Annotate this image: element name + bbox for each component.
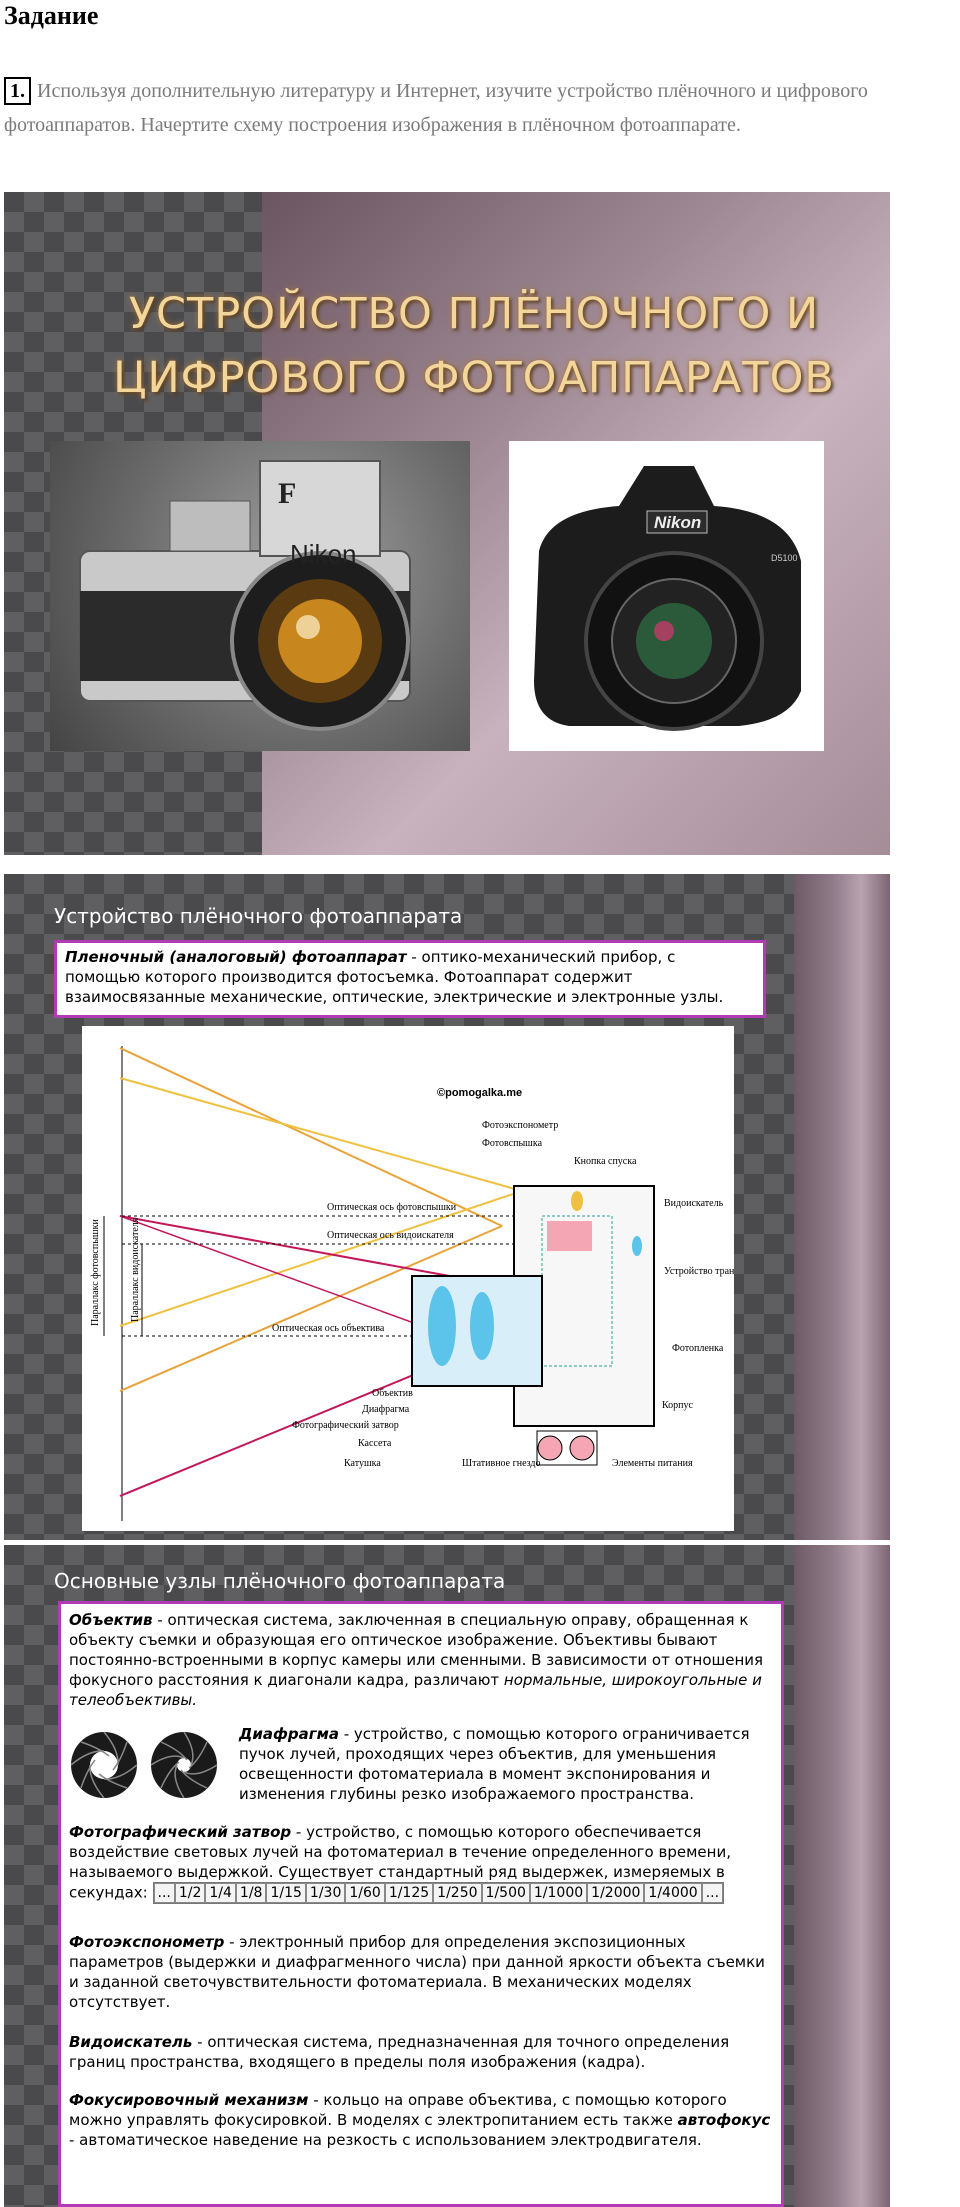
slide-title: УСТРОЙСТВО ПЛЁНОЧНОГО И ЦИФРОВОГО ФОТОАП… — [4, 192, 890, 855]
label-viewfinder: Видоискатель — [664, 1198, 724, 1209]
shutter-speed-cell: 1/250 — [433, 1883, 482, 1903]
slide-main-components: Основные узлы плёночного фотоаппарата Об… — [4, 1545, 890, 2207]
shutter-speed-cell: 1/2 — [174, 1883, 206, 1903]
viewfinder-text: - оптическая система, предназначенная дл… — [69, 2033, 730, 2071]
diaphragm-text: - устройство, с помощью которого огранич… — [239, 1725, 750, 1803]
label-photo-shutter: Фотографический затвор — [292, 1420, 399, 1431]
label-viewfinder-parallax: Параллакс видоискателя — [130, 1217, 141, 1322]
label-body: Корпус — [662, 1400, 694, 1411]
label-viewfinder-axis: Оптическая ось видоискателя — [327, 1230, 454, 1241]
definition-box: Пленочный (аналоговый) фотоаппарат - опт… — [54, 940, 766, 1018]
shutter-speed-cell: 1/4000 — [644, 1883, 702, 1903]
label-lens: Объектив — [372, 1388, 413, 1399]
shutter-speed-cell: ... — [153, 1883, 175, 1903]
diaphragm-section: Диафрагма - устройство, с помощью которо… — [69, 1724, 773, 1804]
autofocus-term: автофокус — [677, 2111, 771, 2129]
aperture-open-icon — [70, 1731, 138, 1799]
lens-text: - оптическая система, заключенная в спец… — [69, 1611, 764, 1689]
shutter-speed-cell: 1/8 — [235, 1883, 267, 1903]
label-flash-parallax: Параллакс фотовспышки — [90, 1219, 101, 1326]
shutter-speed-cell: 1/15 — [266, 1883, 306, 1903]
aperture-closed-icon — [150, 1731, 218, 1799]
label-film: Фотопленка — [672, 1343, 724, 1354]
slide-caption: Основные узлы плёночного фотоаппарата — [54, 1569, 506, 1593]
digital-camera-photo: Nikon D5100 — [509, 441, 824, 751]
slide-caption: Устройство плёночного фотоаппарата — [54, 904, 463, 928]
page-title: Задание — [4, 1, 99, 30]
label-spool: Катушка — [344, 1458, 381, 1469]
lens-types: нормальные, широкоугольные и телеобъекти… — [69, 1671, 762, 1709]
autofocus-text: - автоматическое наведение на резкость с… — [69, 2131, 702, 2149]
task-description: 1.Используя дополнительную литературу и … — [4, 74, 944, 142]
label-lens-axis: Оптическая ось объектива — [272, 1323, 385, 1334]
shutter-speed-cell: 1/30 — [305, 1883, 346, 1903]
film-camera-badge: F — [278, 477, 296, 510]
watermark: ©pomogalka.me — [437, 1087, 522, 1099]
definition-text: - оптико-механический прибор, с помощью … — [65, 948, 724, 1006]
label-shutter-button: Кнопка спуска — [574, 1156, 637, 1167]
shutter-speed-cell: 1/4 — [205, 1883, 236, 1903]
shutter-speed-cell: 1/500 — [481, 1883, 530, 1903]
label-transport: Устройство транспортировки пленки — [664, 1266, 734, 1277]
label-flash: Фотовспышка — [482, 1138, 543, 1149]
meter-term: Фотоэкспонометр — [69, 1933, 225, 1951]
diaphragm-images — [69, 1724, 239, 1804]
label-diaphragm: Диафрагма — [362, 1404, 410, 1415]
viewfinder-paragraph: Видоискатель - оптическая система, предн… — [69, 2032, 773, 2072]
film-camera-photo: Nikon F — [50, 441, 470, 751]
shutter-paragraph: Фотографический затвор - устройство, с п… — [69, 1822, 773, 1904]
definition-term: Пленочный (аналоговый) фотоаппарат — [65, 948, 407, 966]
digital-camera-model: D5100 — [771, 553, 798, 563]
task-number: 1. — [4, 77, 31, 105]
shutter-speed-cell: 1/1000 — [529, 1883, 588, 1903]
label-exposure-meter: Фотоэкспонометр — [482, 1120, 558, 1131]
viewfinder-term: Видоискатель — [69, 2033, 193, 2051]
slide-film-camera-device: Устройство плёночного фотоаппарата Плено… — [4, 874, 890, 1540]
shutter-speed-cell: 1/2000 — [587, 1883, 645, 1903]
components-box: Объектив - оптическая система, заключенн… — [58, 1601, 784, 2207]
diaphragm-term: Диафрагма — [239, 1725, 339, 1743]
meter-paragraph: Фотоэкспонометр - электронный прибор для… — [69, 1932, 773, 2012]
shutter-term: Фотографический затвор — [69, 1823, 292, 1841]
label-cassette: Кассета — [358, 1438, 392, 1449]
lens-paragraph: Объектив - оптическая система, заключенн… — [69, 1610, 773, 1710]
focus-paragraph: Фокусировочный механизм - кольцо на опра… — [69, 2090, 773, 2150]
diaphragm-paragraph: Диафрагма - устройство, с помощью которо… — [239, 1724, 773, 1804]
label-tripod-socket: Штативное гнездо — [462, 1458, 541, 1469]
slide-title-text: УСТРОЙСТВО ПЛЁНОЧНОГО И ЦИФРОВОГО ФОТОАП… — [113, 289, 835, 403]
focus-text: - кольцо на оправе объектива, с помощью … — [69, 2091, 727, 2129]
shutter-speed-cell: 1/125 — [384, 1883, 434, 1903]
digital-camera-brand: Nikon — [654, 513, 701, 532]
shutter-speed-cell: ... — [701, 1883, 724, 1903]
shutter-speed-cell: 1/60 — [345, 1883, 385, 1903]
task-text: Используя дополнительную литературу и Ин… — [4, 80, 868, 136]
focus-term: Фокусировочный механизм — [69, 2091, 309, 2109]
digital-camera-icon: Nikon D5100 — [534, 466, 801, 731]
camera-diagram: ©pomogalka.me Фотоэкспонометр Фотовспышк… — [82, 1026, 822, 1531]
film-camera-icon: Nikon F — [79, 460, 411, 731]
label-batteries: Элементы питания — [612, 1458, 693, 1469]
film-camera-brand: Nikon — [290, 539, 356, 569]
label-flash-axis: Оптическая ось фотовспышки — [327, 1202, 457, 1213]
lens-term: Объектив — [69, 1611, 153, 1629]
meter-text: - электронный прибор для определения экс… — [69, 1933, 765, 2011]
shutter-text: - устройство, с помощью которого обеспеч… — [69, 1823, 731, 1902]
